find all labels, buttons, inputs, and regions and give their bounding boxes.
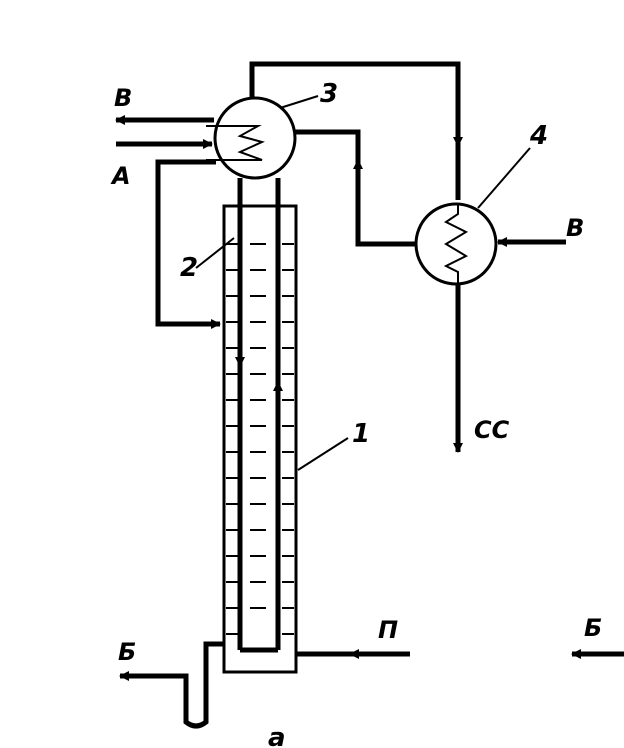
exchanger-3-shell	[213, 96, 297, 180]
label-outlet-cc: СС	[474, 416, 510, 444]
leader-2	[195, 237, 235, 269]
label-number-2: 2	[180, 253, 198, 283]
label-steam-p: П	[378, 616, 398, 644]
label-bottoms-b-right: Б	[584, 614, 602, 642]
exchanger-4-coil-icon	[443, 204, 469, 284]
leader-3	[279, 95, 319, 109]
label-bottoms-b: Б	[118, 638, 136, 666]
label-inlet-a: А	[110, 162, 131, 190]
label-number-3: 3	[320, 79, 338, 109]
label-outlet-b-top: В	[114, 84, 132, 112]
column-1	[222, 204, 298, 674]
label-inlet-b-right: В	[566, 214, 584, 242]
label-number-4: 4	[529, 121, 548, 151]
heat-exchanger-3	[206, 96, 297, 206]
column-trays	[226, 243, 294, 635]
label-number-1: 1	[352, 419, 370, 449]
column-outer-shell	[222, 204, 298, 674]
heat-exchanger-4	[414, 202, 498, 286]
exchanger-3-coil-icon	[206, 125, 265, 161]
bottoms-outlet-line	[119, 641, 224, 729]
return-line	[294, 129, 416, 247]
leader-1	[297, 437, 349, 471]
feed-loop-line	[155, 159, 221, 329]
label-figure-letter: а	[268, 723, 286, 748]
leader-4	[477, 147, 531, 209]
